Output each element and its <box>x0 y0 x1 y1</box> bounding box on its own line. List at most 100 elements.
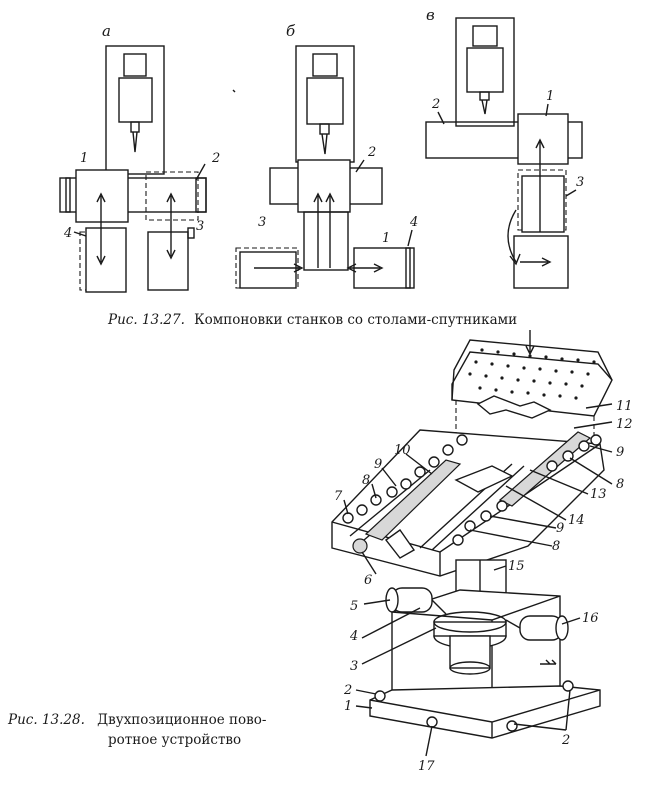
part-label-11: 11 <box>616 399 633 414</box>
arrow-heads <box>166 192 176 260</box>
layout-b: б 2 3 1 4 <box>235 22 418 289</box>
column-frame <box>455 17 515 127</box>
bed-end-cap <box>195 177 207 213</box>
caption-13-28-line2: ротное устройство <box>108 732 241 748</box>
part-label-1: 1 <box>344 699 352 714</box>
arrow-heads <box>96 192 106 266</box>
part-label-8-lower: 8 <box>552 539 560 554</box>
caption-13-28-line1: Рис. 13.28. Двухпозиционное пово- <box>7 712 266 728</box>
leader-line <box>407 229 413 247</box>
spindle-motor <box>472 25 498 47</box>
part-label-10: 10 <box>394 443 411 458</box>
fig-13-28-leaders <box>343 403 613 757</box>
spindle <box>130 121 140 133</box>
layout-c: в 2 1 3 <box>425 6 584 289</box>
leader-line <box>565 189 577 197</box>
part-label-2-right: 2 <box>561 733 570 748</box>
base-bolt <box>506 720 518 732</box>
pallet-station <box>239 251 297 289</box>
leader-line <box>73 231 87 237</box>
part-label-8: 8 <box>362 473 370 488</box>
label-a-4: 4 <box>63 226 72 241</box>
part-label-9-lower: 9 <box>556 521 564 536</box>
part-label-14: 14 <box>568 513 585 528</box>
hub-end <box>449 661 491 675</box>
spindle-motor <box>312 53 338 77</box>
pallet-table <box>297 159 351 213</box>
part-label-13: 13 <box>590 487 607 502</box>
pallet-position-dashed <box>145 171 199 221</box>
latch-block <box>384 529 416 559</box>
clamp-lever <box>454 465 514 493</box>
rack <box>505 619 521 629</box>
leader-line <box>355 159 365 173</box>
pallet-station <box>85 227 127 293</box>
pallet-station <box>521 175 565 233</box>
label-c-3: 3 <box>576 175 584 190</box>
rotation-arrow <box>507 209 517 263</box>
part-label-5: 5 <box>350 599 358 614</box>
cutting-tool <box>132 131 138 153</box>
pallet-clamp <box>476 395 552 419</box>
bed <box>425 121 583 159</box>
label-b-4: 4 <box>409 215 418 230</box>
base-bolt <box>426 716 438 728</box>
base-edges <box>369 689 601 738</box>
part-label-9-right: 9 <box>616 445 624 460</box>
gear-top <box>433 611 507 633</box>
transfer-rails <box>303 211 349 271</box>
print-speck <box>232 89 236 93</box>
part-label-3: 3 <box>350 659 358 674</box>
sublabel-c: в <box>426 6 435 24</box>
leader-line <box>437 111 445 125</box>
arrow-heads <box>535 138 545 149</box>
table-bolts <box>342 434 602 546</box>
part-label-9: 9 <box>374 457 382 472</box>
part-label-4: 4 <box>349 629 358 644</box>
pallet-table <box>517 113 569 165</box>
label-b-1: 1 <box>382 231 390 246</box>
part-label-8-right: 8 <box>616 477 624 492</box>
sublabel-a: а <box>102 22 111 40</box>
label-a-1: 1 <box>80 151 88 166</box>
caption-13-28-prefix: Рис. 13.28. <box>7 712 85 728</box>
pallet-stop <box>405 247 415 289</box>
arrow-heads <box>293 263 304 273</box>
spindle-motor <box>123 53 147 77</box>
arrow-heads <box>346 263 384 273</box>
label-b-3: 3 <box>258 215 266 230</box>
label-a-3: 3 <box>196 219 204 234</box>
part-label-7: 7 <box>334 489 343 504</box>
arrow-heads <box>509 253 521 266</box>
spindle-head <box>118 77 153 123</box>
cylinder-cap <box>555 615 569 641</box>
caption-13-27-prefix: Рис. 13.27. <box>107 312 185 328</box>
spindle-head <box>306 77 344 125</box>
base-bolt <box>562 680 574 692</box>
pallet-station <box>147 231 189 291</box>
rotary-device <box>331 330 613 739</box>
caption-13-27-text: Компоновки станков со столами-спутниками <box>194 312 517 328</box>
cutting-tool <box>481 99 488 115</box>
column-frame <box>105 45 165 175</box>
part-label-2: 2 <box>343 683 352 698</box>
pallet-stop <box>187 227 195 239</box>
spindle-head <box>466 47 504 93</box>
label-a-2: 2 <box>211 151 220 166</box>
part-label-17: 17 <box>418 759 435 774</box>
bed-end-cap <box>59 177 71 213</box>
ground-hatch <box>540 659 557 665</box>
arrow-heads <box>525 345 535 356</box>
arrow-heads <box>541 257 552 267</box>
base-bolt <box>374 690 386 702</box>
spindle <box>319 123 330 135</box>
part-label-16: 16 <box>582 611 599 626</box>
sublabel-b: б <box>286 22 296 40</box>
pallet-edge <box>451 351 613 400</box>
caption-13-28-text1: Двухпозиционное пово- <box>97 712 266 728</box>
part-label-6: 6 <box>364 573 372 588</box>
label-b-2: 2 <box>367 145 376 160</box>
part-label-15: 15 <box>508 559 525 574</box>
hydraulic-cylinder <box>364 459 462 541</box>
